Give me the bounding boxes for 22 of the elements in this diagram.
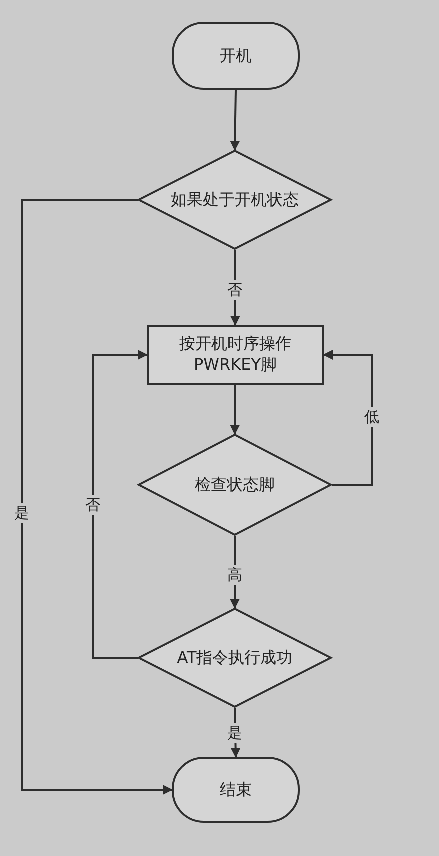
arrow	[230, 384, 240, 435]
node-text: 检查状态脚	[195, 474, 275, 496]
edge-label: 高	[226, 565, 244, 585]
decision-diamond	[138, 608, 332, 708]
node-text: 开机	[220, 46, 252, 66]
decision-diamond	[138, 434, 332, 536]
node-text: 结束	[220, 780, 252, 800]
decision-diamond	[138, 150, 332, 250]
node-text: 按开机时序操作 PWRKEY脚	[178, 334, 292, 376]
edge-label: 否	[226, 280, 244, 300]
edge-label: 低	[364, 407, 380, 427]
edge-label: 是	[226, 723, 244, 743]
edge-label: 是	[14, 503, 30, 523]
node-text: AT指令执行成功	[177, 648, 293, 668]
edge-label: 否	[84, 495, 102, 515]
arrow	[21, 199, 173, 795]
arrow	[92, 350, 148, 659]
node-text: 如果处于开机状态	[171, 190, 299, 210]
process-box	[147, 325, 324, 385]
arrow	[230, 90, 240, 151]
terminal-box	[172, 22, 300, 90]
arrow	[323, 350, 373, 486]
